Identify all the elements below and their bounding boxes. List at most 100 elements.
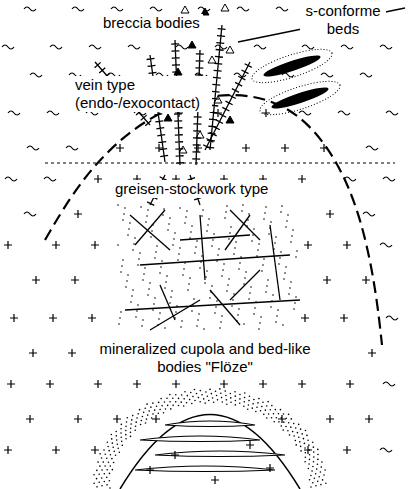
stipple — [121, 424, 123, 426]
stipple — [218, 248, 220, 250]
stipple — [172, 405, 174, 407]
schist-wave — [44, 177, 56, 181]
stipple — [234, 247, 236, 249]
stipple — [134, 237, 136, 239]
stipple — [296, 250, 298, 252]
stipple — [126, 421, 128, 423]
stipple — [271, 405, 273, 407]
schist-wave — [111, 7, 123, 11]
stipple — [233, 253, 235, 255]
stipple — [164, 401, 166, 403]
granite-cross — [298, 175, 306, 183]
stipple — [181, 394, 183, 396]
stipple — [98, 473, 100, 475]
stipple — [317, 459, 319, 461]
granite-pattern — [4, 109, 376, 454]
stipple — [273, 421, 275, 423]
stipple — [109, 473, 111, 475]
stipple — [209, 389, 211, 391]
stipple — [248, 404, 250, 406]
stipple — [120, 432, 122, 434]
stipple — [283, 413, 285, 415]
stipple — [220, 321, 222, 323]
stipple — [146, 418, 148, 420]
stipple — [258, 328, 260, 330]
stipple — [174, 232, 176, 234]
granite-cross — [88, 314, 96, 322]
schist-wave — [50, 45, 62, 49]
stipple — [311, 470, 313, 472]
stipple — [304, 443, 306, 445]
stipple — [116, 435, 118, 437]
stipple — [149, 282, 151, 284]
stipple — [170, 408, 172, 410]
stipple — [238, 268, 240, 270]
stipple — [258, 243, 260, 245]
granite-cross — [242, 144, 250, 152]
stipple — [132, 289, 134, 291]
stipple — [292, 431, 294, 433]
stipple — [157, 412, 159, 414]
schist-wave — [363, 212, 375, 216]
stipple — [177, 259, 179, 261]
stipple — [243, 401, 245, 403]
stipple — [164, 327, 166, 329]
cupola-group — [93, 388, 326, 489]
stipple — [159, 272, 161, 274]
stipple — [312, 482, 314, 484]
stipple — [230, 401, 232, 403]
stipple — [216, 395, 218, 397]
stipple — [168, 223, 170, 225]
stipple — [131, 295, 133, 297]
stipple — [252, 403, 254, 405]
schist-wave — [299, 111, 311, 115]
stipple — [198, 313, 200, 315]
schist-wave — [66, 146, 78, 150]
stipple — [277, 309, 279, 311]
stipple — [154, 297, 156, 299]
stipple — [288, 422, 290, 424]
stipple — [272, 294, 274, 296]
stipple — [321, 461, 323, 463]
stipple — [228, 278, 230, 280]
schist-pattern — [2, 7, 398, 452]
stipple — [136, 310, 138, 312]
stipple — [221, 401, 223, 403]
cupola-outline — [120, 415, 300, 489]
stipple — [238, 308, 240, 310]
vein-group — [95, 25, 252, 205]
stipple — [101, 477, 103, 479]
breccia-fragment — [196, 131, 204, 138]
stipple — [116, 439, 118, 441]
stipple — [275, 321, 277, 323]
stipple — [239, 398, 241, 400]
stipple — [292, 229, 294, 231]
stipple — [137, 413, 139, 415]
stipple — [191, 225, 193, 227]
bed-like-body — [135, 466, 275, 472]
stipple — [273, 413, 275, 415]
stipple — [242, 204, 244, 206]
stipple — [101, 485, 103, 487]
stipple — [184, 391, 186, 393]
stipple — [147, 414, 149, 416]
schist-wave — [383, 382, 395, 386]
stipple — [309, 449, 311, 451]
stipple — [269, 409, 271, 411]
stipple — [253, 399, 255, 401]
granite-cross — [262, 109, 270, 117]
granite-cross — [340, 314, 348, 322]
stipple — [280, 409, 282, 411]
stipple — [151, 417, 153, 419]
stipple — [162, 214, 164, 216]
stipple — [120, 436, 122, 438]
stipple — [254, 307, 256, 309]
stipple — [179, 207, 181, 209]
stipple — [113, 462, 115, 464]
stipple — [299, 441, 301, 443]
granite-cross — [146, 466, 154, 474]
granite-cross — [91, 446, 99, 454]
stipple — [148, 288, 150, 290]
stipple — [159, 409, 161, 411]
stipple — [265, 206, 267, 208]
